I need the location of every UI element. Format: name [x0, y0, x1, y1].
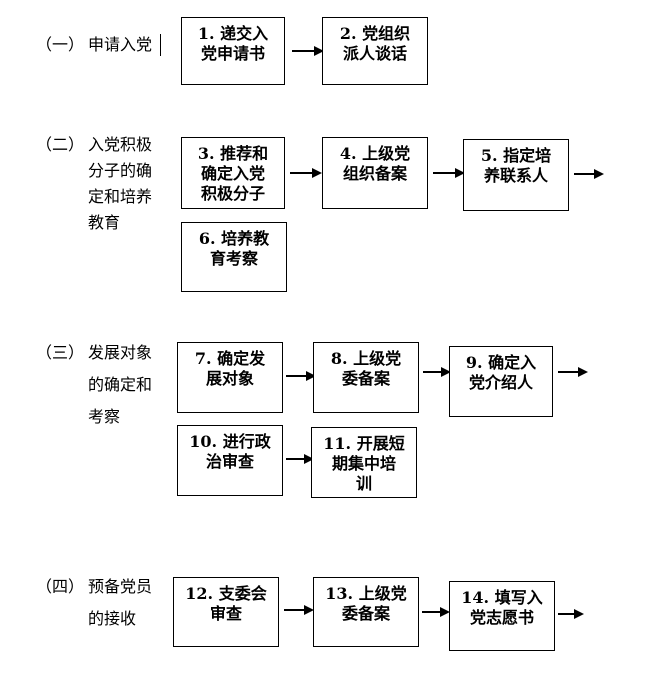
step-12-line-2: 审查: [209, 604, 242, 623]
step-12-line-1: 12. 支委会: [185, 584, 267, 603]
step-2-box: 2. 党组织 派人谈话: [322, 17, 428, 85]
step-6-line-1: 6. 培养教: [198, 229, 270, 248]
step-14-line-2: 党志愿书: [469, 608, 534, 627]
step-8-line-1: 8. 上级党: [330, 349, 402, 368]
step-11-box: 11. 开展短 期集中培 训: [311, 427, 417, 498]
step-14-box: 14. 填写入 党志愿书: [449, 581, 555, 651]
stage-4-title-line-1: 预备党员: [88, 577, 153, 596]
step-6-box: 6. 培养教 育考察: [181, 222, 287, 292]
stage-1-title-line-1: 申请入党: [88, 35, 153, 54]
step-10-line-2: 治审查: [205, 452, 254, 471]
step-5-line-2: 养联系人: [483, 166, 548, 185]
step-11-line-2: 期集中培: [331, 454, 396, 473]
step-14-line-1: 14. 填写入: [461, 588, 543, 607]
step-9-box: 9. 确定入 党介绍人: [449, 346, 553, 417]
stage-2-title-line-2: 分子的确: [88, 161, 153, 180]
step-2-line-1: 2. 党组织: [339, 24, 411, 43]
stage-2-number: （二）: [36, 135, 85, 154]
step-6-line-2: 育考察: [209, 249, 258, 268]
step-13-line-2: 委备案: [341, 604, 390, 623]
stage-4-title-line-2: 的接收: [88, 609, 137, 628]
step-3-box: 3. 推荐和 确定入党 积极分子: [181, 137, 285, 209]
stage-3-number: （三）: [36, 343, 85, 362]
step-2-line-2: 派人谈话: [342, 44, 407, 63]
step-8-box: 8. 上级党 委备案: [313, 342, 419, 413]
stage-3-title-line-1: 发展对象: [88, 343, 153, 362]
step-13-line-1: 13. 上级党: [325, 584, 407, 603]
step-11-line-1: 11. 开展短: [323, 434, 405, 453]
step-4-line-2: 组织备案: [342, 164, 407, 183]
stage-2-label: （二） 入党积极 分子的确 定和培养 教育: [36, 132, 152, 232]
step-9-line-1: 9. 确定入: [465, 353, 537, 372]
stage-2-title-line-3: 定和培养: [88, 187, 153, 206]
step-8-line-2: 委备案: [341, 369, 390, 388]
step-12-box: 12. 支委会 审查: [173, 577, 279, 647]
step-7-line-1: 7. 确定发: [194, 349, 266, 368]
stage-2-title-line-4: 教育: [88, 213, 121, 232]
step-5-box: 5. 指定培 养联系人: [463, 139, 569, 211]
step-3-line-1: 3. 推荐和: [197, 144, 269, 163]
step-11-line-3: 训: [355, 474, 372, 493]
stage-4-label: （四） 预备党员 的接收: [36, 574, 152, 628]
step-7-box: 7. 确定发 展对象: [177, 342, 283, 413]
step-1-line-1: 1. 递交入: [197, 24, 269, 43]
step-3-line-2: 确定入党: [200, 164, 265, 183]
step-4-box: 4. 上级党 组织备案: [322, 137, 428, 209]
stage-3-title-line-3: 考察: [88, 407, 121, 426]
stage-1-label: （一） 申请入党: [36, 32, 152, 58]
stage-2-title-line-1: 入党积极: [88, 135, 153, 154]
step-9-line-2: 党介绍人: [468, 373, 533, 392]
step-7-line-2: 展对象: [205, 369, 254, 388]
step-1-line-2: 党申请书: [200, 44, 265, 63]
step-3-line-3: 积极分子: [200, 184, 265, 203]
step-4-line-1: 4. 上级党: [339, 144, 411, 163]
step-10-box: 10. 进行政 治审查: [177, 425, 283, 496]
step-5-line-1: 5. 指定培: [480, 146, 552, 165]
step-10-line-1: 10. 进行政: [189, 432, 271, 451]
stage-1-number: （一）: [36, 35, 85, 54]
stage-4-number: （四）: [36, 577, 85, 596]
stage-3-title-line-2: 的确定和: [88, 375, 153, 394]
text-cursor: [160, 34, 161, 56]
stage-3-label: （三） 发展对象 的确定和 考察: [36, 340, 152, 426]
step-13-box: 13. 上级党 委备案: [313, 577, 419, 647]
step-1-box: 1. 递交入 党申请书: [181, 17, 285, 85]
